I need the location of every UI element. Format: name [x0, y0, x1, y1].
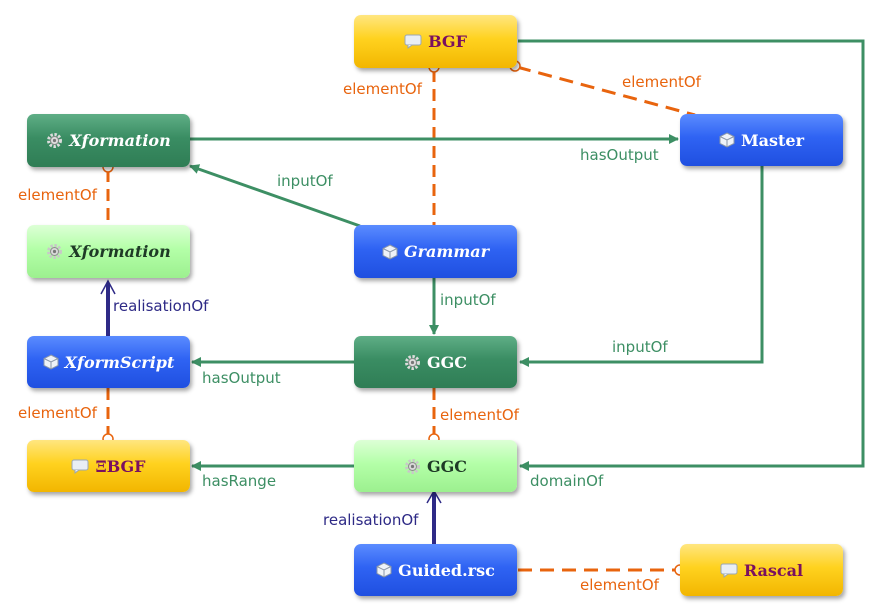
label-bgf-grammar: elementOf: [343, 80, 422, 98]
node-xi-bgf-label: ΞBGF: [95, 456, 146, 476]
edge-realisation-guided-head: [426, 489, 442, 505]
cube-icon: [382, 243, 398, 260]
label-master-ggc: inputOf: [612, 338, 668, 356]
gear-icon: [404, 354, 421, 371]
cube-icon: [43, 354, 59, 370]
node-xi-bgf[interactable]: ΞBGF: [27, 440, 190, 492]
label-ggc-elem: elementOf: [440, 406, 519, 424]
edge-bgf-domain: [518, 39, 865, 471]
label-realisation-xformscript: realisationOf: [113, 297, 209, 315]
label-realisation-guided: realisationOf: [323, 511, 419, 529]
node-xformation-impl[interactable]: Xformation: [27, 225, 190, 278]
node-bgf-label: BGF: [428, 32, 467, 51]
cube-icon: [719, 132, 735, 148]
node-master-label: Master: [740, 130, 805, 150]
node-xformation-top-label: Xformation: [69, 131, 171, 150]
gear-icon: [46, 132, 63, 149]
node-guided[interactable]: Guided.rsc: [354, 544, 517, 596]
speech-bubble-icon: [404, 34, 422, 49]
node-guided-label: Guided.rsc: [398, 560, 495, 580]
node-bgf[interactable]: BGF: [354, 15, 517, 68]
node-xformscript-label: XformScript: [64, 352, 175, 372]
label-xformation-elem: elementOf: [18, 186, 97, 204]
node-grammar[interactable]: Grammar: [354, 225, 517, 278]
node-xformscript[interactable]: XformScript: [27, 336, 190, 388]
label-grammar-ggc: inputOf: [440, 291, 496, 309]
speech-bubble-icon: [71, 459, 89, 474]
gear-icon: [404, 458, 421, 475]
node-master[interactable]: Master: [680, 114, 843, 166]
label-bgf-domain: domainOf: [530, 472, 604, 490]
speech-bubble-icon: [720, 563, 738, 578]
label-bgf-master: elementOf: [622, 73, 701, 91]
label-grammar-xformation: inputOf: [277, 172, 333, 190]
label-xformscript-elem: elementOf: [18, 404, 97, 422]
gear-icon: [46, 243, 63, 260]
edge-master-ggc: [519, 166, 764, 367]
node-rascal-label: Rascal: [743, 560, 804, 580]
node-xformation-top[interactable]: Xformation: [27, 114, 190, 167]
label-guided-rascal: elementOf: [580, 576, 659, 594]
edge-grammar-xformation: [189, 164, 361, 228]
node-ggc-impl[interactable]: GGC: [354, 440, 517, 492]
node-xformation-impl-label: Xformation: [69, 242, 171, 261]
node-rascal[interactable]: Rascal: [680, 544, 843, 596]
edge-bgf-master: [516, 65, 696, 117]
node-ggc-top-label: GGC: [426, 352, 468, 372]
edge-realisation-xformscript-head: [100, 279, 116, 296]
node-grammar-label: Grammar: [403, 242, 490, 261]
node-ggc-impl-label: GGC: [426, 456, 468, 476]
node-ggc-top[interactable]: GGC: [354, 336, 517, 388]
label-ggc-xibgf: hasRange: [202, 472, 277, 490]
label-ggc-xformscript: hasOutput: [202, 369, 281, 387]
cube-icon: [376, 562, 392, 578]
label-xformation-master: hasOutput: [580, 146, 659, 164]
